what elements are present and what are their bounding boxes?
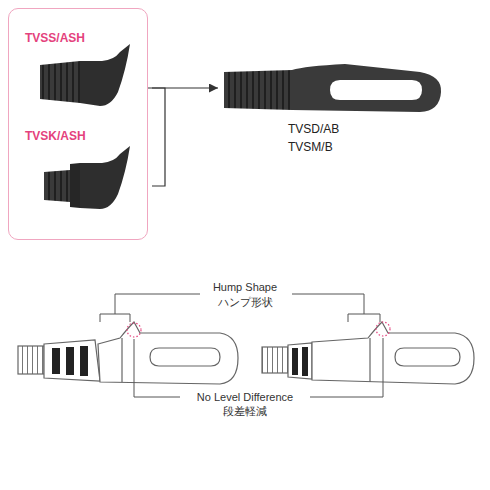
joint-line [121,338,122,382]
part-hood [80,146,130,209]
thread [262,347,288,373]
hood-part-top [40,44,130,106]
grip-body [292,64,441,112]
part-group-box: TVSS/ASH TVSK/ASH [8,8,148,240]
part-code: TVSK/ASH [25,129,86,143]
grip-drawing-right [262,322,474,384]
callout-label: No Level Difference [195,391,295,404]
nut-band [80,346,88,376]
part-code: TVSS/ASH [25,31,85,45]
label-anchor: 段差軽減 [221,405,269,418]
nut-band [302,347,308,376]
grip-drawing-left [18,322,238,384]
leader-bracket [348,314,380,322]
nut-band [66,347,74,375]
leader-line [292,294,364,314]
part-ribbed-body [44,170,70,202]
leader-line [310,338,383,397]
callout-label: 段差軽減 [221,405,269,418]
bracket [152,88,165,186]
leader-bracket [100,314,130,322]
joint-line [369,338,370,382]
grip-body [312,322,474,384]
highlight-circle [376,322,390,336]
part-code: TVSD/AB [288,122,339,136]
grip-body [98,322,238,384]
nut-band [52,348,60,374]
label-anchor: Hump Shape [211,281,279,294]
nut [44,340,100,381]
leader-line [115,294,200,314]
callout-label: ハンプ形状 [216,296,275,309]
grip-thread [224,70,292,110]
callout-label: Hump Shape [211,281,279,294]
nut-band [292,348,298,375]
label-anchor: ハンプ形状 [216,296,275,309]
part-hood [80,44,130,106]
grip-part: TVSD/AB TVSM/B [218,62,444,162]
grip-illustration [224,64,441,112]
label-anchor: No Level Difference [195,391,295,404]
part-collar [70,163,80,208]
part-code: TVSM/B [288,140,333,154]
hood-part-bottom [44,146,130,209]
highlight-circle [127,323,141,337]
part-ribbed-body [40,61,80,103]
leader-lines [100,294,383,397]
nut [288,343,312,379]
leader-line [134,339,180,397]
thread [18,346,44,374]
arrow-connector [148,87,218,88]
